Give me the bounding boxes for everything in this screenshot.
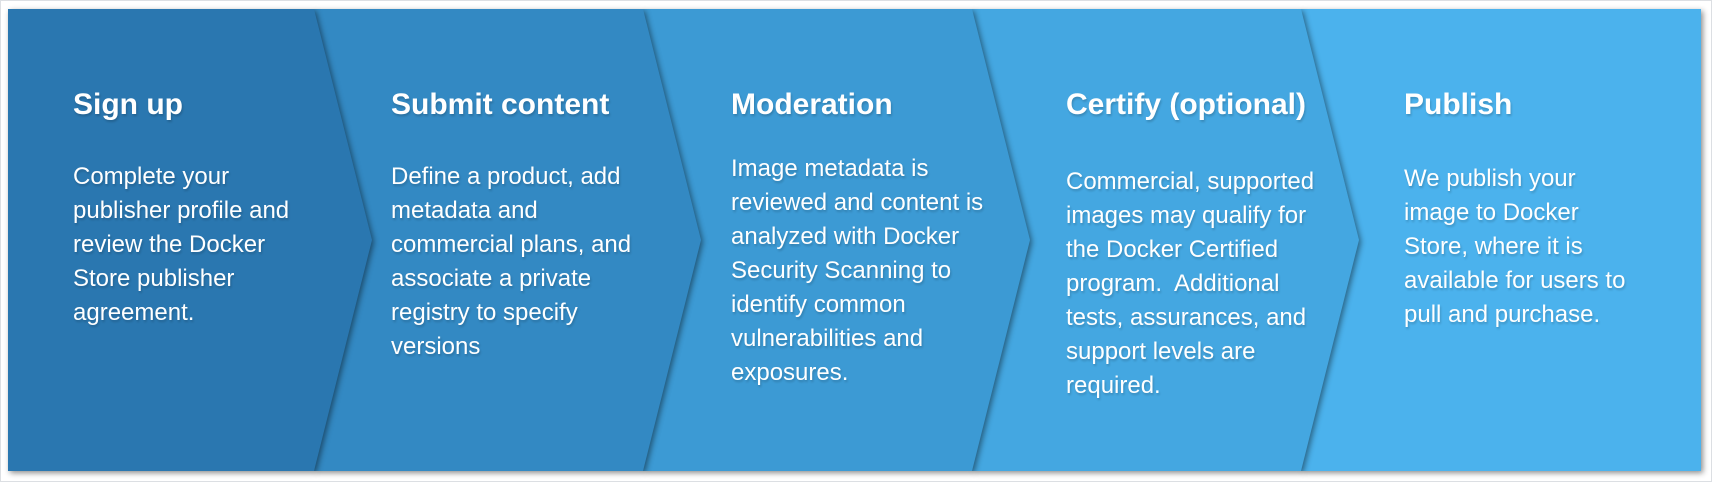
chevron-step-2-shape (314, 9, 701, 471)
step-2-description: Define a product, add metadata and comme… (391, 163, 632, 360)
step-3: Moderation Image metadata is reviewed an… (731, 87, 1043, 390)
step-3-title: Moderation (731, 88, 893, 121)
step-1-title: Sign up (73, 88, 183, 121)
step-1-description: Complete your publisher profile and revi… (73, 163, 290, 326)
chevron-step-1-shape (8, 9, 372, 471)
step-5-title: Publish (1404, 88, 1513, 121)
step-4-description: Commercial, supported images may qualify… (1066, 168, 1315, 399)
step-5-description: We publish your image to Docker Store, w… (1404, 165, 1626, 328)
chevron-step-3-shape (643, 9, 1030, 471)
step-3-description: Image metadata is reviewed and content i… (731, 155, 984, 386)
step-4: Certify (optional) Commercial, supported… (1066, 87, 1378, 403)
step-1: Sign up Complete your publisher profile … (73, 87, 385, 330)
step-2-title: Submit content (391, 88, 610, 121)
step-5: Publish We publish your image to Docker … (1404, 87, 1711, 332)
chevron-step-4-shape (972, 9, 1359, 471)
step-2: Submit content Define a product, add met… (391, 87, 703, 364)
step-4-title: Certify (optional) (1066, 88, 1306, 121)
chevron-step-5-shape (1301, 9, 1701, 471)
